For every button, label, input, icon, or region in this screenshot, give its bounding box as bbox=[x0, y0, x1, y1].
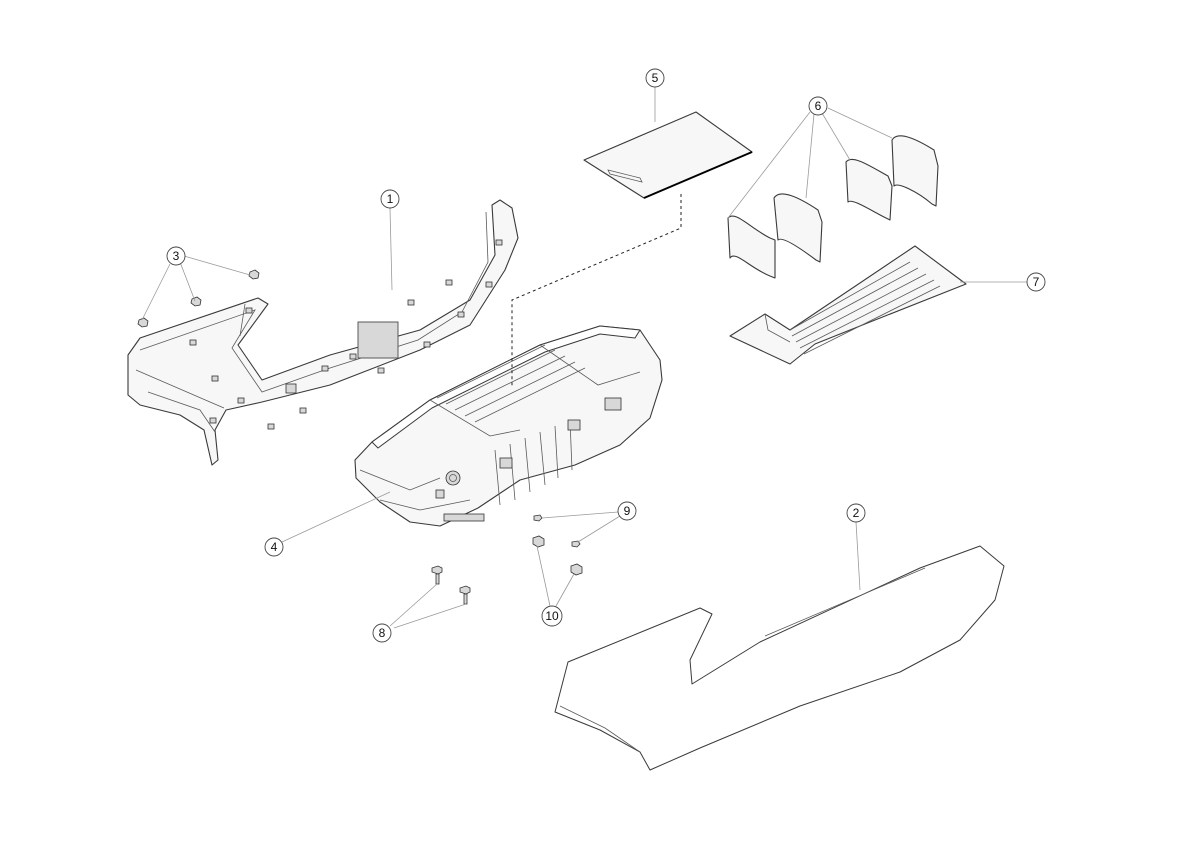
callout-5-label: 5 bbox=[652, 71, 659, 85]
part-8-bolts bbox=[431, 565, 471, 605]
callout-4-label: 4 bbox=[271, 540, 278, 554]
callout-10-label: 10 bbox=[545, 609, 559, 623]
part-2-lower-side-trim bbox=[554, 545, 1005, 771]
part-6-cup-holder-inserts bbox=[727, 135, 939, 279]
trim-clip-markers bbox=[189, 239, 503, 430]
part-10-nuts bbox=[532, 535, 583, 576]
callout-3: 3 bbox=[166, 246, 186, 266]
callout-5: 5 bbox=[645, 68, 665, 88]
callout-7: 7 bbox=[1026, 272, 1046, 292]
part-7-ribbed-mat bbox=[729, 245, 967, 365]
callout-2: 2 bbox=[846, 503, 866, 523]
callout-6: 6 bbox=[808, 96, 828, 116]
callout-9: 9 bbox=[617, 501, 637, 521]
callout-9-label: 9 bbox=[624, 504, 631, 518]
callout-1-label: 1 bbox=[387, 192, 394, 206]
callout-1: 1 bbox=[380, 189, 400, 209]
part-9-screws bbox=[533, 514, 581, 548]
callout-2-label: 2 bbox=[853, 506, 860, 520]
leader-lines bbox=[141, 87, 1027, 629]
part-1-side-trim-panel bbox=[127, 199, 519, 466]
callout-3-label: 3 bbox=[173, 249, 180, 263]
callout-8: 8 bbox=[372, 623, 392, 643]
callout-6-label: 6 bbox=[815, 99, 822, 113]
callout-10: 10 bbox=[541, 605, 563, 627]
callout-8-label: 8 bbox=[379, 626, 386, 640]
callout-4: 4 bbox=[264, 537, 284, 557]
callout-7-label: 7 bbox=[1033, 275, 1040, 289]
part-3-clips bbox=[137, 269, 260, 328]
part-5-lid-mat bbox=[583, 111, 753, 199]
part-4-console-body bbox=[354, 325, 663, 527]
